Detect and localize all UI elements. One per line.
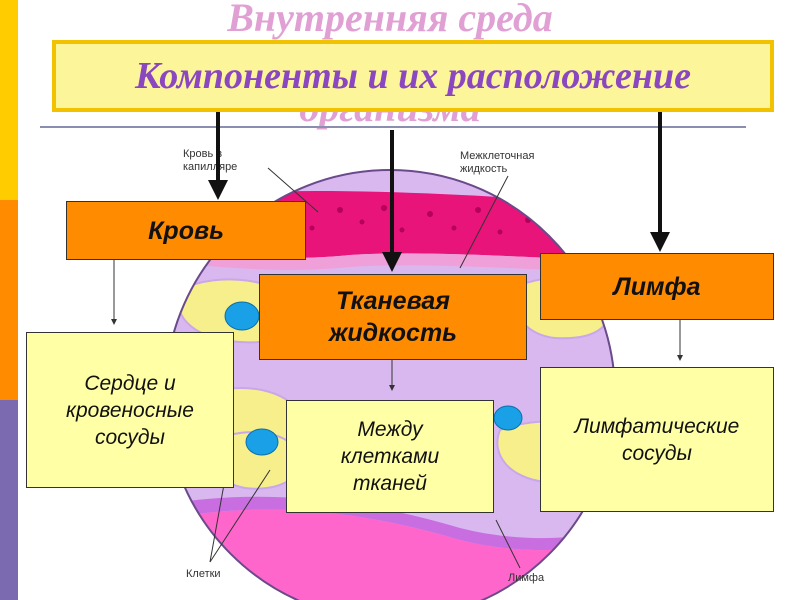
- side-bar-orange-mid: [0, 200, 18, 400]
- category-tissue-fluid: Тканевая жидкость: [259, 274, 527, 360]
- category-lymph: Лимфа: [540, 253, 774, 320]
- banner-components-location: Компоненты и их расположение: [52, 40, 774, 112]
- location-blood: Сердце и кровеносные сосуды: [26, 332, 234, 488]
- label-intercellular-fluid: Межклеточная жидкость: [460, 150, 535, 175]
- label-lymph: Лимфа: [508, 572, 545, 584]
- location-lymph: Лимфатические сосуды: [540, 367, 774, 512]
- title-rule: [40, 126, 746, 128]
- background-title-line1: Внутренняя среда: [227, 0, 553, 40]
- label-blood-in-capillary: Кровь в капилляре: [183, 148, 238, 173]
- category-blood: Кровь: [66, 201, 306, 260]
- side-bar-purple: [0, 400, 18, 600]
- label-cells: Клетки: [186, 568, 221, 580]
- side-bar-orange-top: [0, 0, 18, 200]
- nucleus-1: [224, 301, 260, 331]
- nucleus-2: [245, 428, 279, 456]
- lymph-band: [165, 509, 615, 600]
- location-tissue-fluid: Между клетками тканей: [286, 400, 494, 513]
- nucleus-3: [493, 405, 523, 431]
